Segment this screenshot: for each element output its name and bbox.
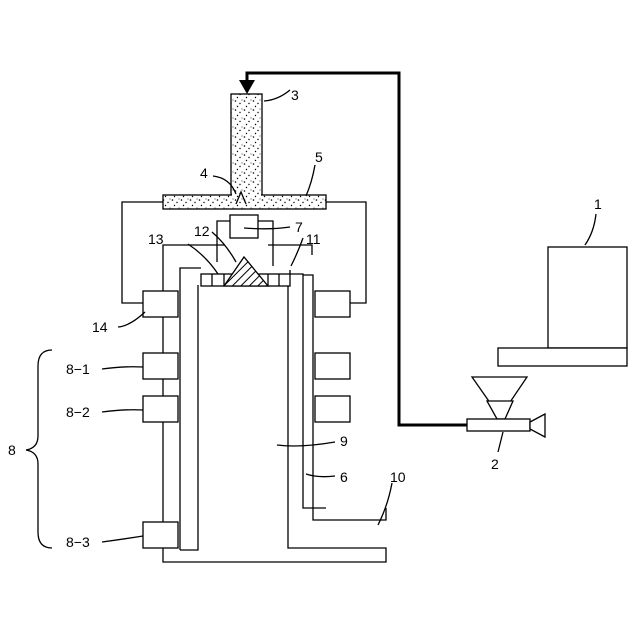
- feeder-barrel: [467, 419, 530, 431]
- leader-2: [498, 432, 503, 452]
- label-1: 1: [594, 196, 602, 212]
- label-6: 6: [340, 469, 348, 485]
- right-feed-line: [326, 202, 366, 303]
- label-14: 14: [92, 319, 108, 335]
- heater-8-3-left: [143, 522, 178, 548]
- label-8: 8: [8, 442, 16, 458]
- leader-8-1: [102, 367, 143, 369]
- heater-8-2-left: [143, 396, 178, 422]
- transport-line: [247, 73, 467, 425]
- label-8-1: 8−1: [66, 361, 90, 377]
- leader-10: [378, 483, 392, 525]
- outer-shell-left: [163, 245, 386, 562]
- block-7: [230, 215, 258, 238]
- feeder-nozzle: [530, 414, 545, 437]
- feeder-2: [467, 377, 545, 437]
- right-support: [258, 221, 273, 266]
- group-8-brace: [26, 350, 52, 548]
- heater-14-left: [143, 291, 178, 317]
- heater-8-1-left: [143, 353, 178, 379]
- leader-11: [291, 238, 303, 266]
- leader-5: [306, 165, 315, 196]
- leader-14: [118, 312, 145, 327]
- material-12: [224, 257, 268, 286]
- label-12: 12: [194, 223, 210, 239]
- label-8-3: 8−3: [66, 534, 90, 550]
- leader-3: [264, 90, 290, 101]
- heater-8-1-right: [315, 353, 350, 379]
- leader-13: [188, 244, 218, 274]
- label-2: 2: [491, 456, 499, 472]
- left-feed-line: [122, 202, 163, 303]
- label-7: 7: [295, 219, 303, 235]
- inner-left-wall: [180, 285, 198, 550]
- label-3: 3: [291, 87, 299, 103]
- left-support: [217, 221, 230, 262]
- inlet-arrow-icon: [239, 80, 255, 94]
- device-1-base: [498, 348, 627, 366]
- leader-9: [277, 442, 335, 446]
- leader-1: [585, 214, 596, 245]
- label-11: 11: [306, 231, 321, 247]
- heater-8-2-right: [315, 396, 350, 422]
- powder-column-3: [231, 94, 262, 195]
- inner-right-step: [303, 275, 313, 284]
- device-1: [498, 247, 627, 366]
- heater-14-right: [315, 291, 350, 317]
- device-1-body: [548, 247, 627, 348]
- leader-8-3: [102, 536, 143, 542]
- label-4: 4: [200, 165, 208, 181]
- leader-8-2: [102, 410, 143, 412]
- label-10: 10: [390, 469, 406, 485]
- leader-6: [306, 474, 335, 477]
- label-5: 5: [315, 149, 323, 165]
- label-13: 13: [148, 231, 164, 247]
- feeder-neck: [487, 401, 513, 419]
- label-8-2: 8−2: [66, 404, 90, 420]
- label-9: 9: [340, 433, 348, 449]
